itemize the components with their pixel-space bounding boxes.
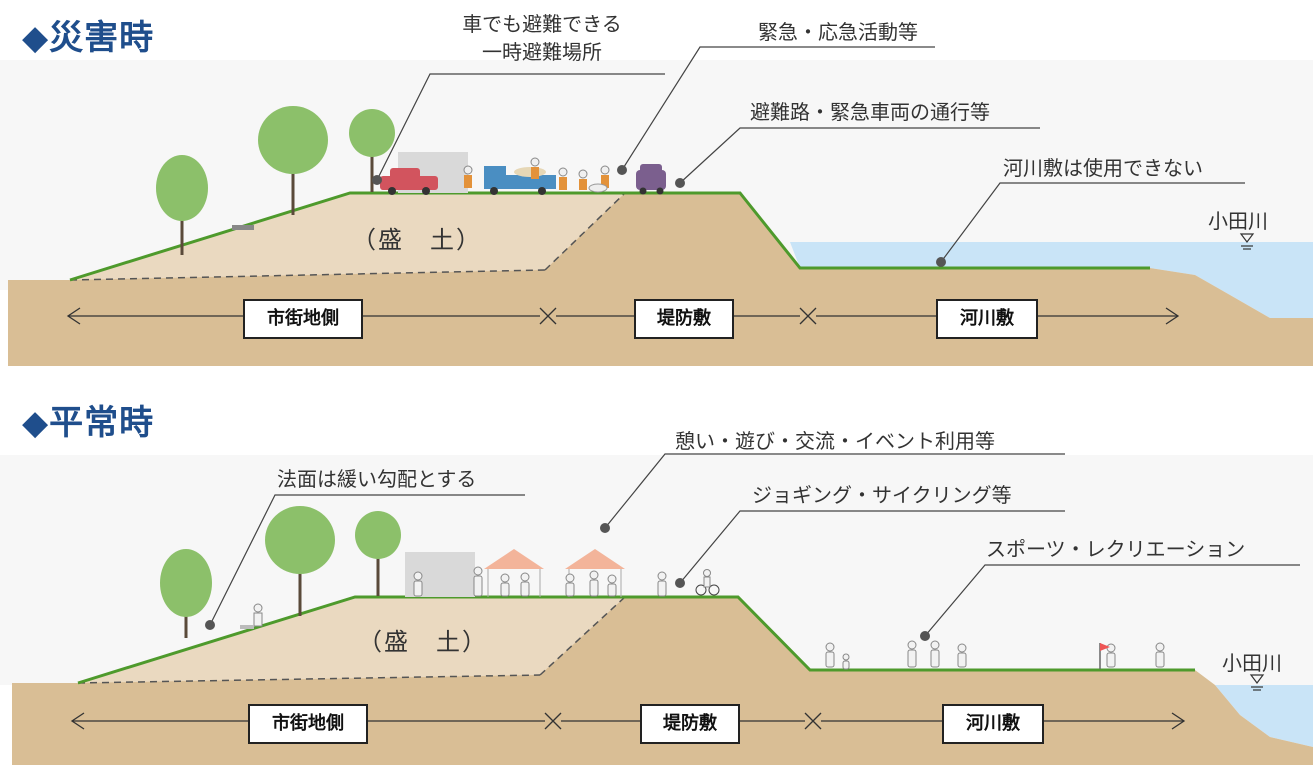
callout-sports-recreation: スポーツ・レクリエーション [986,537,1246,561]
zone-label-riverbed: 河川敷 [942,704,1044,744]
leader-dots [372,165,946,267]
leader-lines [209,453,1300,637]
fill-label: （盛 土） [352,226,482,254]
leader-dots [205,523,930,641]
car-icon [636,164,666,195]
callout-gentle-slope: 法面は緩い勾配とする [277,467,477,491]
car-icon [380,168,438,195]
fill-boundary-base [77,674,541,684]
zone-label-city-side: 市街地側 [243,299,363,339]
person-icon [825,640,1165,670]
section-heading-disaster: ◆災害時 [22,18,155,58]
leader-lines [376,46,1245,263]
fill-boundary-diagonal [539,596,626,676]
sandbag-icon [588,183,608,193]
section-heading-normal: ◆平常時 [22,403,155,443]
person-icon [240,603,263,629]
zone-label-riverbed: 河川敷 [936,299,1038,339]
river-water [1215,685,1313,747]
tree-icon [355,511,401,596]
worker-icon [463,157,610,190]
disaster-panel: ◆災害時 車でも避難できる 一時避難場所 緊急・応急活動等 避難路・緊急車両の通… [0,0,1313,380]
callout-emergency-activities: 緊急・応急活動等 [758,20,918,44]
callout-jogging-cycling: ジョギング・サイクリング等 [752,483,1012,507]
flag-icon [1099,643,1110,669]
grass-line [69,191,1150,282]
callout-leisure-events: 憩い・遊び・交流・イベント利用等 [675,429,995,453]
zone-label-levee: 堤防敷 [640,704,740,744]
tree-icon [156,155,208,255]
cyclist-icon [695,569,720,596]
water-level-icon [1239,233,1255,250]
tree-icon [160,549,212,638]
fill-label: （盛 土） [358,628,488,656]
callout-evacuation-route: 避難路・緊急車両の通行等 [750,100,990,124]
callout-car-evacuation: 車でも避難できる 一時避難場所 [462,12,622,64]
tent-icon [484,549,544,597]
river-water [790,242,1313,318]
person-icon [413,566,667,597]
tree-icon [349,109,395,192]
river-name: 小田川 [1222,651,1282,675]
tree-icon [265,506,335,616]
water-level-icon [1249,674,1265,691]
fill-area [70,193,625,280]
fill-area [78,597,625,683]
grass-line [77,595,1195,685]
normal-panel: ◆平常時 法面は緩い勾配とする 憩い・遊び・交流・イベント利用等 ジョギング・サ… [0,385,1313,765]
tree-icon [258,106,328,215]
callout-riverbed-unusable: 河川敷は使用できない [1003,156,1203,180]
drain-icon [232,225,254,230]
zone-label-levee: 堤防敷 [634,299,734,339]
fill-boundary-diagonal [544,192,626,271]
river-name: 小田川 [1208,209,1268,233]
zone-label-city-side: 市街地側 [248,704,368,744]
